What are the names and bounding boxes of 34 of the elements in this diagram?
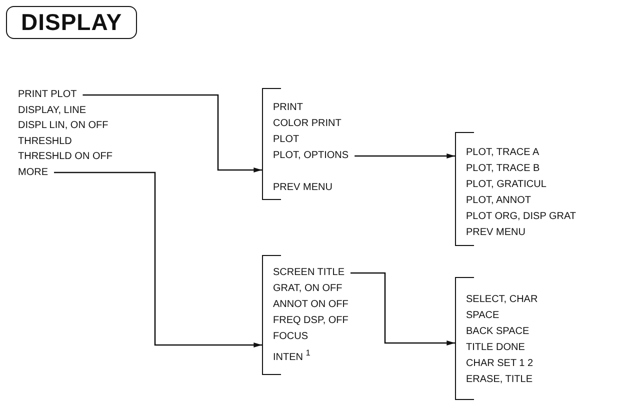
menu-item: PLOT ORG, DISP GRAT	[466, 211, 576, 223]
menu-item: DISPLAY, LINE	[18, 104, 86, 116]
menu-item: COLOR PRINT	[273, 118, 342, 130]
menu-item: SPACE	[466, 310, 500, 322]
menu-item: PLOT, TRACE B	[466, 163, 540, 175]
menu-item: BACK SPACE	[466, 326, 530, 338]
menu-item: THRESHLD	[18, 136, 72, 148]
menu-item: FREQ DSP, OFF	[273, 315, 348, 327]
connector-arrow	[350, 272, 455, 346]
menu-item: SELECT, CHAR	[466, 294, 538, 306]
menu-item: PLOT, GRATICUL	[466, 179, 546, 191]
connector-arrow	[82, 94, 262, 172]
menu-item: PLOT	[273, 134, 300, 146]
connector-arrow	[54, 172, 262, 348]
menu-item: PRINT PLOT	[18, 89, 77, 101]
menu-item: CHAR SET 1 2	[466, 358, 534, 370]
menu-item: DISPL LIN, ON OFF	[18, 120, 108, 132]
menu-item: ERASE, TITLE	[466, 374, 533, 386]
menu-item: INTEN $^{1}$	[273, 347, 310, 364]
menu-item: GRAT, ON OFF	[273, 283, 342, 295]
menu-item: SCREEN TITLE	[273, 267, 344, 279]
menu-item: PREV MENU	[466, 227, 526, 239]
menu-item: PRINT	[273, 102, 303, 114]
connector-arrow	[354, 154, 455, 158]
menu-item: ANNOT ON OFF	[273, 299, 348, 311]
menu-item: PLOT, ANNOT	[466, 195, 532, 207]
menu-item: PLOT, OPTIONS	[273, 150, 349, 162]
menu-item: MORE	[18, 166, 48, 178]
menu-item: PREV MENU	[273, 182, 332, 194]
menu-item: FOCUS	[273, 331, 308, 343]
menu-item: PLOT, TRACE A	[466, 147, 540, 159]
title-box: DISPLAY	[6, 6, 138, 39]
menu-item: TITLE DONE	[466, 342, 525, 354]
menu-item: THRESHLD ON OFF	[18, 151, 112, 163]
